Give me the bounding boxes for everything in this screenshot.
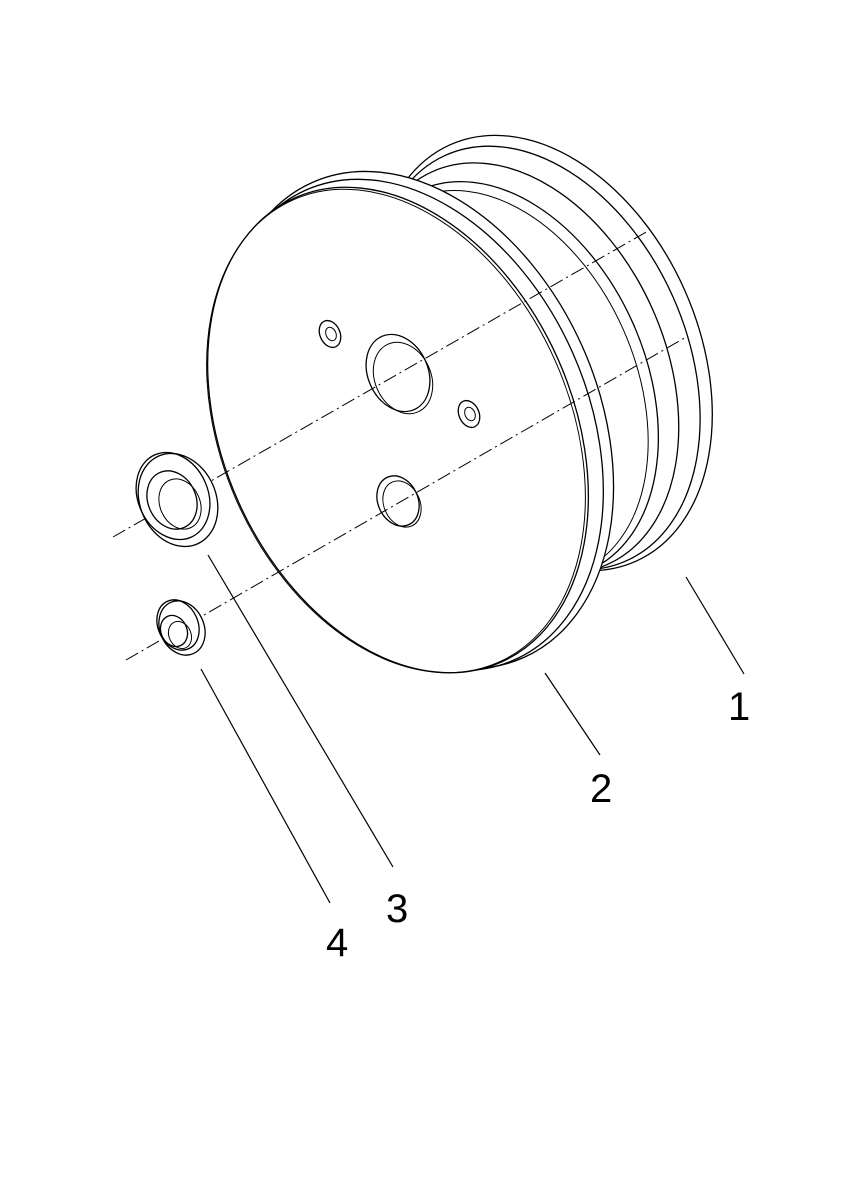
callout-labels: 1 2 3 4 xyxy=(326,685,750,965)
lower-mounting-hole xyxy=(376,475,422,528)
screw-hole-right xyxy=(457,399,481,429)
callout-2: 2 xyxy=(590,767,612,811)
part-4-small-bushing xyxy=(156,599,206,656)
callout-4: 4 xyxy=(326,921,348,965)
callout-1: 1 xyxy=(728,685,750,729)
part-3-large-bushing xyxy=(135,451,219,548)
callout-3: 3 xyxy=(386,887,408,931)
center-bore-hole xyxy=(365,333,434,415)
leader-line-3 xyxy=(207,554,394,868)
leader-line-4 xyxy=(200,668,331,904)
leader-line-2 xyxy=(544,672,601,756)
screw-hole-left xyxy=(318,319,342,349)
part-2-front-plate xyxy=(206,170,615,674)
leader-lines xyxy=(200,554,745,904)
leader-line-1 xyxy=(685,576,745,675)
